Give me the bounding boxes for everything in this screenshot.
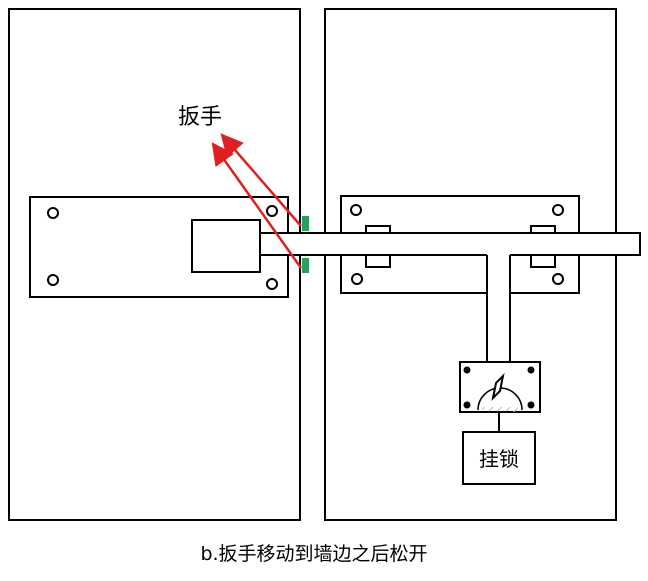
lock-body (459, 361, 541, 413)
screw-hole (47, 207, 59, 219)
screw-hole (351, 273, 363, 285)
bolt-guide (365, 225, 391, 234)
padlock-box (462, 431, 536, 485)
bolt-guide (530, 225, 556, 234)
screw-hole (266, 278, 278, 290)
vertical-stem (486, 254, 511, 362)
screw-hole (552, 204, 564, 216)
screw-hole (266, 205, 278, 217)
rivet (463, 366, 471, 374)
screw-hole (47, 274, 59, 286)
bolt-guide (530, 254, 556, 268)
rivet (527, 401, 535, 409)
lock-cam (491, 372, 505, 402)
arrow-upper (220, 133, 302, 227)
wrench-label: 扳手 (178, 105, 222, 130)
contact-marker-top (302, 216, 309, 231)
wrench-handle-block (191, 219, 261, 273)
contact-marker-bottom (302, 258, 309, 273)
caption: b.扳手移动到墙边之后松开 (200, 543, 427, 565)
padlock-label: 挂锁 (479, 447, 519, 471)
bolt-guide (365, 254, 391, 268)
latch-bolt (259, 232, 641, 256)
lock-hatch (482, 407, 518, 412)
screw-hole (350, 204, 362, 216)
arrow-lower (211, 142, 303, 269)
screw-hole (552, 273, 564, 285)
rivet (463, 401, 471, 409)
rivet (527, 366, 535, 374)
